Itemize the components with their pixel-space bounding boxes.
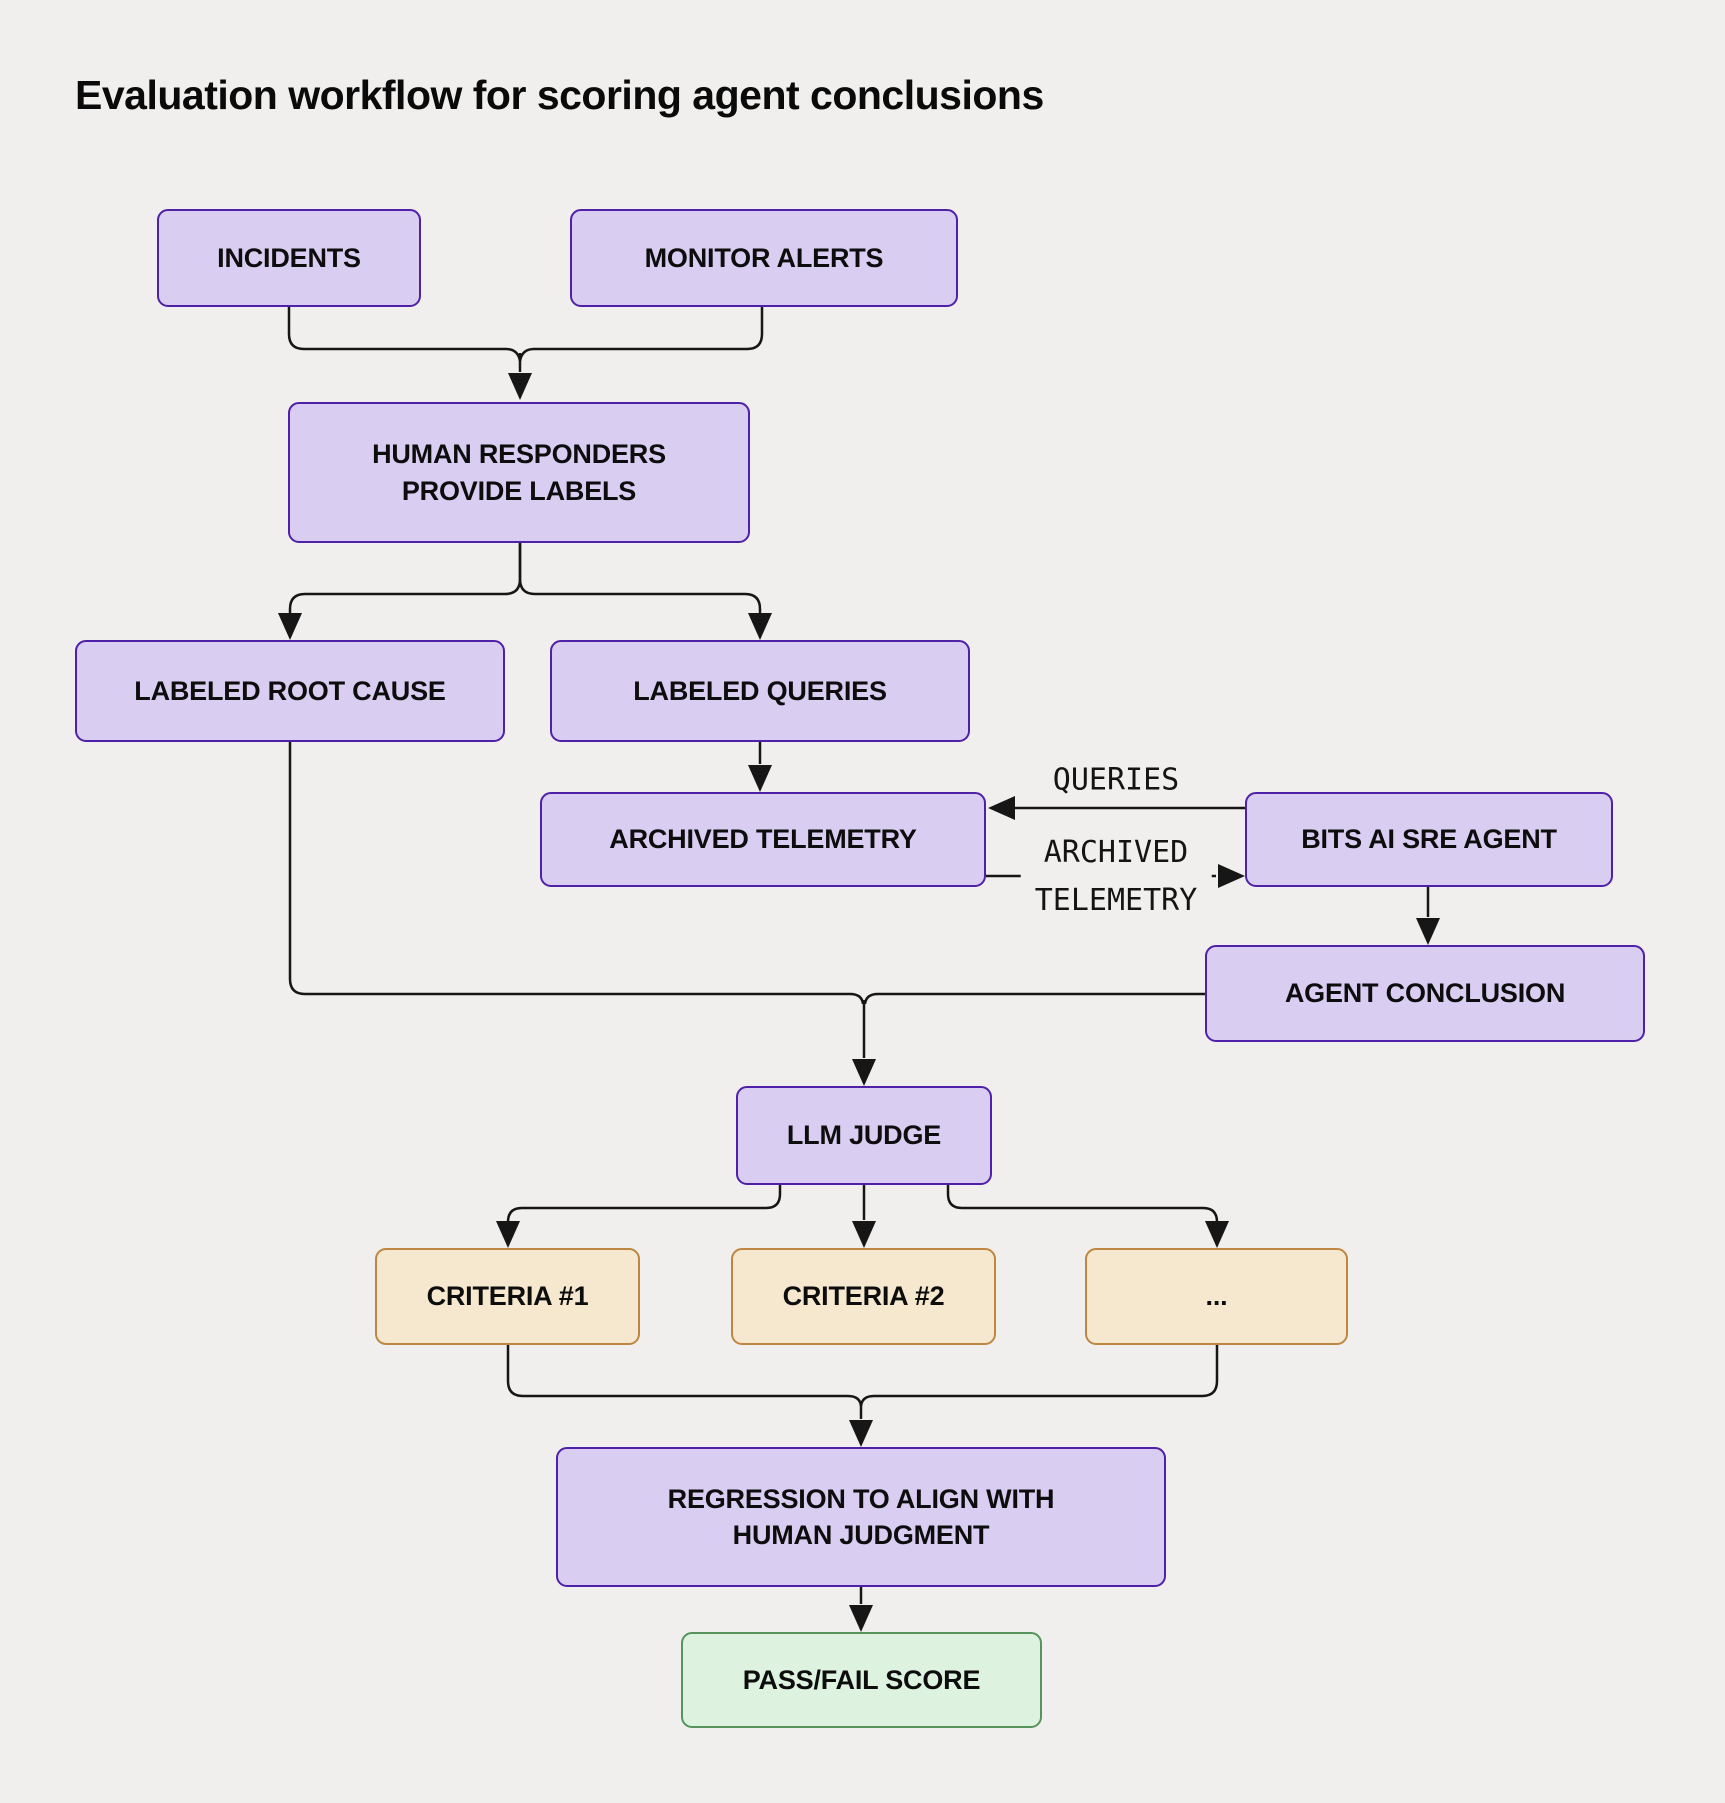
node-pass-fail-score: PASS/FAIL SCORE: [681, 1632, 1042, 1728]
node-llm-judge: LLM JUDGE: [736, 1086, 992, 1185]
node-human-responders: HUMAN RESPONDERS PROVIDE LABELS: [288, 402, 750, 543]
edge-criteria1-to-regression: [506, 1345, 863, 1407]
node-criteria-1: CRITERIA #1: [375, 1248, 640, 1345]
node-agent-conclusion: AGENT CONCLUSION: [1205, 945, 1645, 1042]
edge-label-archived-telemetry: ARCHIVED TELEMETRY: [1020, 827, 1212, 927]
edge-responders-to-rootcause: [288, 543, 522, 613]
node-archived-telemetry: ARCHIVED TELEMETRY: [540, 792, 986, 887]
node-monitor-alerts: MONITOR ALERTS: [570, 209, 958, 307]
edge-conclusion-to-judge: [863, 992, 1205, 1005]
node-labeled-root-cause: LABELED ROOT CAUSE: [75, 640, 505, 742]
node-labeled-queries: LABELED QUERIES: [550, 640, 970, 742]
edge-rootcause-to-judge: [288, 742, 865, 1005]
diagram-title: Evaluation workflow for scoring agent co…: [75, 72, 1044, 118]
edge-responders-to-queries: [518, 543, 762, 613]
edge-judge-to-criteria-more: [946, 1185, 1219, 1223]
edge-label-queries: QUERIES: [1052, 762, 1180, 798]
node-bits-ai-sre-agent: BITS AI SRE AGENT: [1245, 792, 1613, 887]
node-incidents: INCIDENTS: [157, 209, 421, 307]
edge-judge-to-criteria1: [506, 1185, 782, 1223]
node-criteria-2: CRITERIA #2: [731, 1248, 996, 1345]
node-regression: REGRESSION TO ALIGN WITH HUMAN JUDGMENT: [556, 1447, 1166, 1587]
edge-incidents-to-responders: [287, 307, 522, 362]
edge-alerts-to-responders: [518, 307, 764, 362]
node-criteria-more: ...: [1085, 1248, 1348, 1345]
edge-criteria-more-to-regression: [859, 1345, 1219, 1407]
